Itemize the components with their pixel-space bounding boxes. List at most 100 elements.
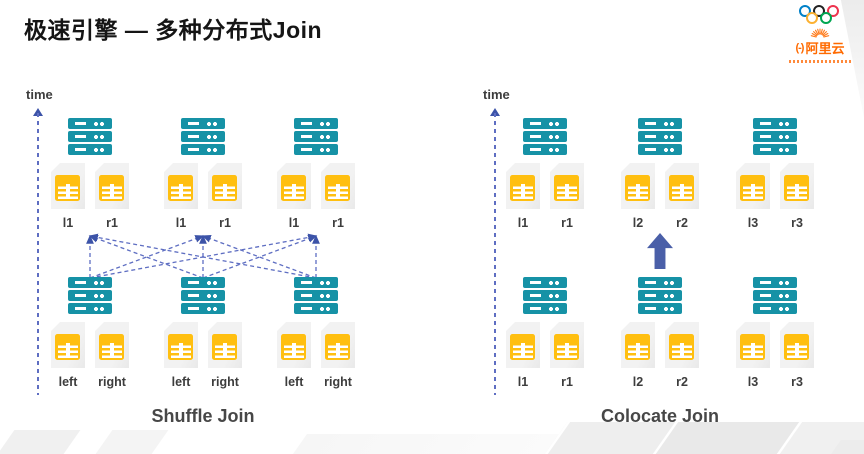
table-file-icon [665, 322, 699, 368]
page-title: 极速引擎 — 多种分布式Join [24, 17, 323, 43]
server-icon [68, 118, 112, 157]
table-file-icon [321, 163, 355, 209]
table-pair [506, 322, 584, 368]
table-pair [736, 322, 814, 368]
table-label: l3 [747, 375, 759, 389]
ring-green [820, 12, 832, 24]
shuffle-top-node-2: l1 r1 [155, 118, 251, 230]
table-file-icon [208, 322, 242, 368]
table-label: r1 [561, 216, 573, 230]
table-label: r3 [791, 216, 803, 230]
table-file-icon [665, 163, 699, 209]
table-file-icon [277, 322, 311, 368]
brand-name: 阿里云 [805, 41, 845, 56]
brand-line: (-) 阿里云 [784, 38, 856, 57]
server-icon [753, 277, 797, 316]
table-pair [621, 163, 699, 209]
shuffle-top-node-1: l1 r1 [42, 118, 138, 230]
shuffle-top-node-3: l1 r1 [268, 118, 364, 230]
ring-yellow [806, 12, 818, 24]
table-file-icon [780, 322, 814, 368]
table-label: right [98, 375, 126, 389]
table-file-icon [780, 163, 814, 209]
server-icon [294, 277, 338, 316]
table-label: r2 [676, 375, 688, 389]
table-pair [506, 163, 584, 209]
table-label: l1 [175, 216, 187, 230]
table-file-icon [506, 163, 540, 209]
table-label: r3 [791, 375, 803, 389]
table-file-icon [164, 163, 198, 209]
table-file-icon [51, 163, 85, 209]
table-label: l3 [747, 216, 759, 230]
table-pair [736, 163, 814, 209]
colocate-bottom-node-3: l3 r3 [727, 277, 823, 389]
server-icon [523, 118, 567, 157]
shuffle-time-axis [37, 113, 39, 395]
server-icon [638, 277, 682, 316]
shuffle-bottom-node-2: left right [155, 277, 251, 389]
colocate-top-node-3: l3 r3 [727, 118, 823, 230]
brand-tagline [789, 60, 851, 63]
shuffle-time-label: time [26, 87, 53, 102]
decor-shard [0, 430, 81, 454]
colocate-time-axis [494, 113, 496, 395]
table-file-icon [621, 163, 655, 209]
colocate-time-arrowhead [490, 103, 500, 116]
table-pair [277, 163, 355, 209]
shuffle-bottom-node-1: left right [42, 277, 138, 389]
table-label: r2 [676, 216, 688, 230]
table-file-icon [277, 163, 311, 209]
up-arrow-icon [647, 233, 673, 269]
table-pair [164, 163, 242, 209]
alibaba-cloud-logo: (-) 阿里云 [784, 5, 856, 63]
server-icon [181, 277, 225, 316]
table-file-icon [550, 163, 584, 209]
shuffle-caption: Shuffle Join [151, 406, 255, 426]
server-icon [523, 277, 567, 316]
table-label: left [58, 375, 78, 389]
table-file-icon [95, 163, 129, 209]
table-file-icon [51, 322, 85, 368]
table-file-icon [506, 322, 540, 368]
olympic-rings-icon [797, 5, 843, 26]
table-pair [51, 322, 129, 368]
ring-blue [799, 5, 811, 17]
table-pair [164, 322, 242, 368]
table-file-icon [95, 322, 129, 368]
table-label: l1 [517, 375, 529, 389]
table-file-icon [208, 163, 242, 209]
table-file-icon [736, 163, 770, 209]
server-icon [753, 118, 797, 157]
table-file-icon [164, 322, 198, 368]
colocate-caption: Colocate Join [600, 406, 720, 426]
table-file-icon [621, 322, 655, 368]
table-label: r1 [219, 216, 231, 230]
server-icon [181, 118, 225, 157]
table-label: l1 [288, 216, 300, 230]
table-label: left [284, 375, 304, 389]
ring-red [827, 5, 839, 17]
colocate-time-label: time [483, 87, 510, 102]
table-label: l1 [517, 216, 529, 230]
server-icon [68, 277, 112, 316]
colocate-bottom-node-2: l2 r2 [612, 277, 708, 389]
table-label: r1 [106, 216, 118, 230]
shuffle-time-arrowhead [33, 103, 43, 116]
table-label: right [324, 375, 352, 389]
table-file-icon [736, 322, 770, 368]
table-pair [277, 322, 355, 368]
table-label: l1 [62, 216, 74, 230]
table-label: l2 [632, 216, 644, 230]
table-pair [621, 322, 699, 368]
table-label: right [211, 375, 239, 389]
table-label: left [171, 375, 191, 389]
colocate-top-node-2: l2 r2 [612, 118, 708, 230]
decor-shard [95, 430, 169, 454]
colocate-top-node-1: l1 r1 [497, 118, 593, 230]
brand-mark-icon: (-) [795, 41, 804, 54]
table-file-icon [550, 322, 584, 368]
table-label: r1 [561, 375, 573, 389]
table-label: r1 [332, 216, 344, 230]
table-file-icon [321, 322, 355, 368]
